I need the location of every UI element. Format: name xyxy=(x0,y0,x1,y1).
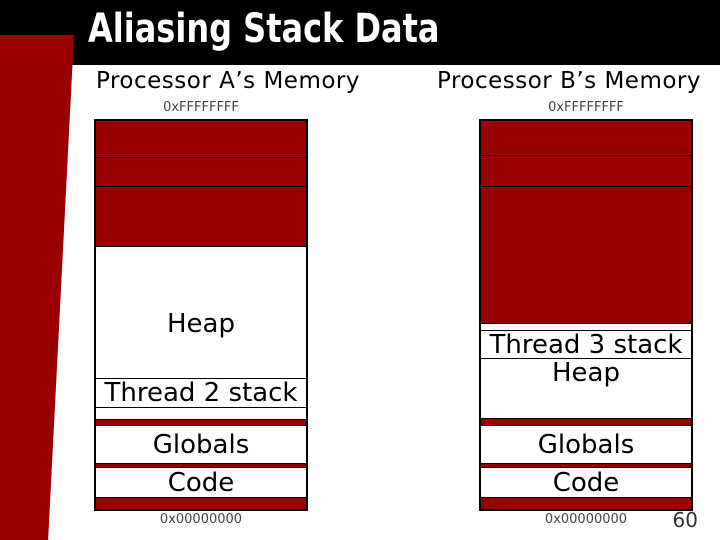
memory-segment-allocated xyxy=(96,186,306,246)
memory-segment-allocated xyxy=(481,121,691,155)
segment-label: Code xyxy=(552,467,620,497)
memory-segment-allocated xyxy=(481,463,691,467)
processor-b-header: Processor B’s Memory xyxy=(436,68,701,94)
segment-label: Heap xyxy=(167,309,235,339)
memory-segment-allocated xyxy=(96,121,306,157)
memory-segment-free xyxy=(96,407,306,419)
memory-segment-heap: Heap xyxy=(96,246,306,378)
memory-segment-allocated xyxy=(96,497,306,509)
memory-segment-thread-3-stack: Thread 3 stack xyxy=(481,330,691,358)
memory-segment-free xyxy=(481,323,691,330)
memory-segment-globals: Globals xyxy=(481,425,691,463)
memory-segment-allocated xyxy=(96,463,306,467)
memory-segment-allocated xyxy=(481,418,691,425)
memory-segment-allocated xyxy=(481,186,691,323)
segment-label: Globals xyxy=(152,429,250,460)
title-banner: Aliasing Stack Data xyxy=(0,0,720,65)
segment-label: Thread 2 stack xyxy=(104,378,298,407)
page-number: 60 xyxy=(672,508,698,532)
memory-segment-thread-2-stack: Thread 2 stack xyxy=(96,378,306,407)
memory-segment-allocated xyxy=(96,419,306,425)
segment-label: Globals xyxy=(537,429,635,460)
processor-a-top-address: 0xFFFFFFFF xyxy=(163,100,239,115)
processor-b-top-address: 0xFFFFFFFF xyxy=(548,100,624,115)
slide-title: Aliasing Stack Data xyxy=(88,6,440,52)
memory-segment-code: Code xyxy=(96,467,306,497)
segment-label: Heap xyxy=(552,358,620,388)
memory-segment-globals: Globals xyxy=(96,425,306,463)
memory-segment-heap: Heap xyxy=(481,358,691,418)
memory-segment-allocated xyxy=(481,155,691,186)
processor-a-bottom-address: 0x00000000 xyxy=(159,512,243,527)
memory-segment-allocated xyxy=(96,157,306,186)
segment-label: Code xyxy=(167,467,235,497)
red-sidebar-accent xyxy=(0,35,74,540)
segment-label: Thread 3 stack xyxy=(489,330,683,358)
memory-segment-allocated xyxy=(481,497,691,509)
processor-a-header: Processor A’s Memory xyxy=(96,68,360,94)
processor-b-bottom-address: 0x00000000 xyxy=(544,512,628,527)
memory-segment-code: Code xyxy=(481,467,691,497)
